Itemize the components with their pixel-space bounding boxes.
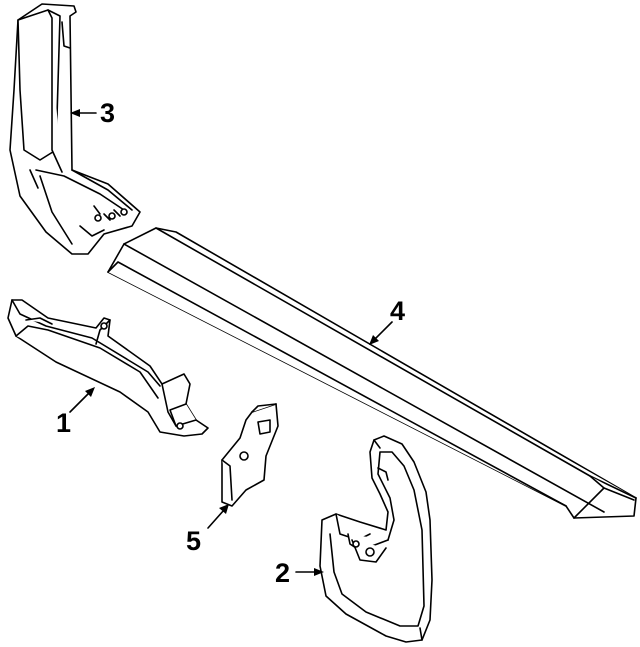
part-5-small-bracket: [222, 404, 278, 506]
callout-3: 3: [100, 98, 116, 128]
callout-leaders: [70, 109, 392, 576]
callout-5: 5: [186, 526, 202, 556]
part-1-front-bracket: [8, 300, 208, 436]
callout-4: 4: [390, 296, 406, 326]
part-3-vertical-bracket: [10, 4, 140, 254]
callout-1: 1: [56, 408, 72, 438]
callout-2: 2: [275, 558, 291, 588]
part-2-mud-flap: [320, 436, 432, 642]
part-4-running-board: [108, 228, 636, 518]
